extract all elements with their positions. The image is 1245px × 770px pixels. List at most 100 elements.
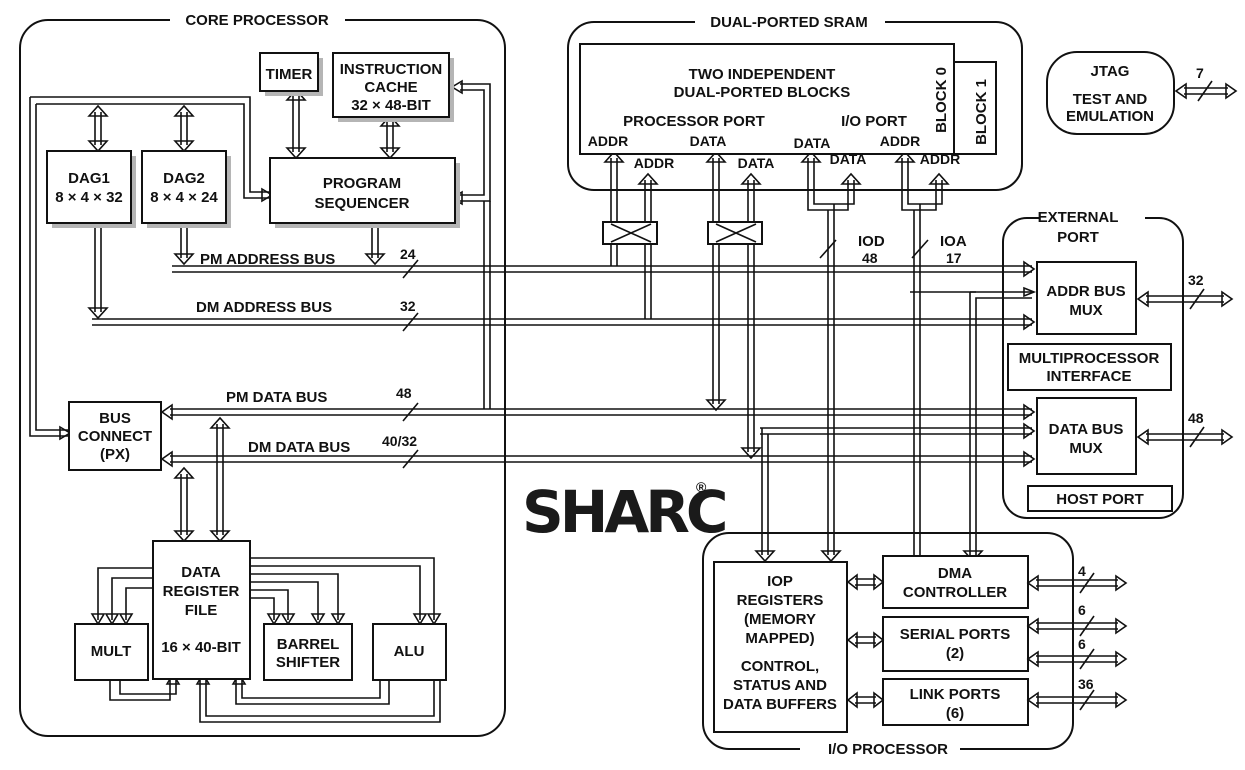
sram-block0-label: BLOCK 0	[933, 67, 950, 133]
jtag-pins: 7	[1174, 65, 1238, 102]
sram-io-addr-1: ADDR	[920, 151, 960, 167]
iod-label: IOD	[858, 233, 885, 250]
sharc-logo-registered: ®	[696, 479, 707, 495]
bus-connect-label-2: CONNECT	[78, 428, 152, 445]
jtag-label-1: JTAG	[1091, 63, 1130, 80]
jtag-width: 7	[1196, 65, 1204, 81]
instruction-cache-label-2: CACHE	[364, 79, 417, 96]
bus-connect-label-1: BUS	[99, 410, 131, 427]
dag2-label-2: 8 × 4 × 24	[150, 189, 218, 206]
ext-data-pins: 48	[1136, 410, 1234, 448]
io-processor-title: I/O PROCESSOR	[828, 741, 948, 758]
sram-io-data-0: DATA	[794, 135, 831, 151]
dma-pins: 4	[1026, 563, 1128, 594]
sram-pp-data-1: DATA	[738, 155, 775, 171]
dag2-block	[141, 150, 227, 224]
host-port-label: HOST PORT	[1056, 491, 1144, 508]
dag1-label-2: 8 × 4 × 32	[55, 189, 123, 206]
multiprocessor-interface-label-1: MULTIPROCESSOR	[1019, 350, 1160, 367]
alu-label: ALU	[394, 643, 425, 660]
mult-block	[74, 623, 149, 681]
dual-ported-sram-title: DUAL-PORTED SRAM	[710, 14, 868, 31]
link-width: 36	[1078, 676, 1094, 692]
sram-title-1: TWO INDEPENDENT	[689, 66, 836, 83]
sram-pp-addr-0: ADDR	[588, 133, 628, 149]
sram-processor-port-label: PROCESSOR PORT	[623, 113, 765, 130]
dag1-label-1: DAG1	[68, 170, 110, 187]
sram-io-addr-0: ADDR	[880, 133, 920, 149]
jtag-label-3: EMULATION	[1066, 108, 1154, 125]
multiprocessor-interface-block	[1007, 343, 1172, 391]
ext-addr-pins: 32	[1136, 272, 1234, 310]
barrel-shifter-label-2: SHIFTER	[276, 654, 340, 671]
data-bus-mux-label-1: DATA BUS	[1049, 421, 1124, 438]
core-processor-title: CORE PROCESSOR	[185, 12, 329, 29]
data-register-file-label-2: REGISTER	[163, 583, 240, 600]
iop-registers-label-3: (MEMORY	[744, 611, 816, 628]
data-bus-mux-block	[1036, 397, 1137, 475]
timer-label: TIMER	[266, 66, 313, 83]
external-port-title-1: EXTERNAL	[1038, 209, 1119, 226]
bus-connect-label-3: (PX)	[100, 446, 130, 463]
alu-block	[372, 623, 447, 681]
ext-data-width: 48	[1188, 410, 1204, 426]
program-sequencer-label-2: SEQUENCER	[314, 195, 409, 212]
pm-address-bus-label: PM ADDRESS BUS	[200, 251, 335, 268]
iop-registers-label-2: REGISTERS	[737, 592, 824, 609]
serial-pins-b: 6	[1026, 636, 1128, 670]
serial-width-b: 6	[1078, 636, 1086, 652]
ioa-label: IOA	[940, 233, 967, 250]
program-sequencer-label-1: PROGRAM	[323, 175, 401, 192]
pm-data-bus-label: PM DATA BUS	[226, 389, 327, 406]
iod-width: 48	[862, 250, 878, 266]
sram-title-2: DUAL-PORTED BLOCKS	[674, 84, 851, 101]
ext-addr-width: 32	[1188, 272, 1204, 288]
data-bus-mux-label-2: MUX	[1069, 440, 1102, 457]
iop-registers-label-7: DATA BUFFERS	[723, 696, 837, 713]
link-ports-label-2: (6)	[946, 705, 964, 722]
pm-data-bus-width: 48	[396, 385, 412, 401]
serial-ports-label-2: (2)	[946, 645, 964, 662]
instruction-cache-block	[332, 52, 450, 118]
pm-address-bus-line	[172, 265, 1032, 273]
jtag-block	[1046, 51, 1175, 135]
data-register-file-label-1: DATA	[181, 564, 221, 581]
external-port-title-2: PORT	[1057, 229, 1099, 246]
bus-connect-block	[68, 401, 162, 471]
dma-width: 4	[1078, 563, 1086, 579]
sram-block1-label: BLOCK 1	[973, 79, 990, 145]
sram-io-port-label: I/O PORT	[841, 113, 907, 130]
serial-width-a: 6	[1078, 602, 1086, 618]
dm-address-bus-width: 32	[400, 298, 416, 314]
iop-registers-label-4: MAPPED)	[745, 630, 814, 647]
sharc-logo: SHARC	[522, 478, 725, 546]
dag1-block	[46, 150, 132, 224]
barrel-shifter-block	[263, 623, 353, 681]
dma-controller-label-1: DMA	[938, 565, 972, 582]
sram-pp-data-0: DATA	[690, 133, 727, 149]
program-sequencer-block	[269, 157, 456, 224]
barrel-shifter-label-1: BARREL	[277, 636, 340, 653]
data-register-file-label-4: 16 × 40-BIT	[161, 639, 241, 656]
timer-block	[259, 52, 319, 92]
iop-registers-label-5: CONTROL,	[741, 658, 819, 675]
dm-address-bus-label: DM ADDRESS BUS	[196, 299, 332, 316]
iop-registers-label-6: STATUS AND	[733, 677, 827, 694]
dm-data-bus-width: 40/32	[382, 433, 417, 449]
sram-pp-addr-1: ADDR	[634, 155, 674, 171]
pm-data-bus-line	[170, 408, 1032, 416]
dma-controller-label-2: CONTROLLER	[903, 584, 1007, 601]
host-port-block	[1027, 485, 1173, 512]
link-ports-block	[882, 678, 1029, 726]
serial-ports-label-1: SERIAL PORTS	[900, 626, 1011, 643]
sram-block0	[579, 43, 955, 155]
ioa-width: 17	[946, 250, 962, 266]
pm-address-bus-width: 24	[400, 246, 416, 262]
iop-registers-label-1: IOP	[767, 573, 793, 590]
instruction-cache-label-1: INSTRUCTION	[340, 61, 443, 78]
dm-data-bus-label: DM DATA BUS	[248, 439, 350, 456]
iop-registers-block	[713, 561, 848, 733]
serial-pins-a: 6	[1026, 602, 1128, 637]
mult-label: MULT	[91, 643, 132, 660]
